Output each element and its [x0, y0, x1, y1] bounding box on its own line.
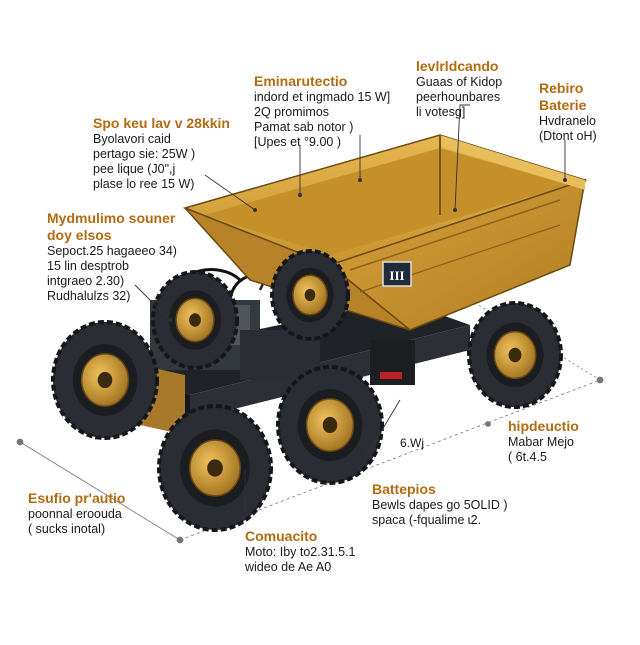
callout-deck-line: [Upes et °9.00 )	[254, 135, 341, 149]
callout-hydraulic-line: Mabar Mejo	[508, 435, 574, 449]
callout-communication-line: wideo de Ae A0	[245, 560, 332, 574]
callout-escape-line: poonnal eroouda	[28, 507, 122, 521]
callout-escape-title: Esufio pr'autio	[28, 490, 126, 506]
callout-brake: Rebiro Baterie Hvdranelo (Dtont oH)	[539, 80, 609, 144]
callout-power-line: pertago sie: 25W )	[93, 147, 196, 161]
wheel	[151, 270, 239, 370]
callout-engine-line: 15 lin desptrob	[47, 259, 130, 273]
dimension-label: 6.Wj	[400, 436, 424, 450]
wheel	[51, 320, 159, 440]
callout-battery: Battepios Bewls dapes go 5OLID ) spaca (…	[372, 481, 508, 528]
callout-escape-line: ( sucks inotal)	[28, 522, 106, 536]
callout-power-title: Spo keu lav v 28kkin	[93, 115, 230, 131]
callout-engine-title: Mydmulimo souner doy elsos	[47, 210, 176, 243]
callout-deck-title: Eminarutectio	[254, 73, 348, 89]
wheel	[276, 365, 384, 485]
wheel	[157, 404, 273, 532]
callout-hydraulic-line: ( 6t.4.5	[508, 450, 547, 464]
callout-bed: levlrldcando Guaas of Kidop peerhounbare…	[416, 58, 502, 120]
dump-bed: III	[182, 134, 588, 331]
callout-bed-title: levlrldcando	[416, 58, 499, 74]
callout-communication-line: Moto: Iby to2.31.5.1	[245, 545, 356, 559]
callout-bed-line: li votesg]	[416, 105, 466, 119]
callout-engine-line: intgraeo 2.30)	[47, 274, 125, 288]
callout-power-line: Byolavori caid	[93, 132, 171, 146]
callout-hydraulic-title: hipdeuctio	[508, 418, 579, 434]
wheel	[270, 249, 350, 341]
callout-deck-line: indord et ingmado 15 W]	[254, 90, 391, 104]
callout-power-line: pee lique (J0",j	[93, 162, 176, 176]
callout-bed-line: Guaas of Kidop	[416, 75, 503, 89]
callout-engine-line: Rudhalulzs 32)	[47, 289, 131, 303]
callout-deck-line: 2Q promimos	[254, 105, 330, 119]
bed-badge: III	[389, 268, 404, 283]
callout-brake-title: Rebiro Baterie	[539, 80, 587, 113]
callout-communication-title: Comuacito	[245, 528, 318, 544]
callout-power-line: plase lo ree 15 W)	[93, 177, 195, 191]
callout-communication: Comuacito Moto: Iby to2.31.5.1 wideo de …	[245, 528, 356, 575]
callout-battery-line: Bewls dapes go 5OLID )	[372, 498, 508, 512]
callout-deck-line: Pamat sab notor )	[254, 120, 354, 134]
wheel	[467, 301, 563, 409]
callout-deck: Eminarutectio indord et ingmado 15 W] 2Q…	[254, 73, 390, 150]
callout-battery-title: Battepios	[372, 481, 436, 497]
wheels	[51, 249, 563, 532]
callout-hydraulic: hipdeuctio Mabar Mejo ( 6t.4.5	[508, 418, 579, 465]
callout-power: Spo keu lav v 28kkin Byolavori caid pert…	[93, 115, 230, 192]
callout-engine-line: Sepoct.25 hagaeeo 34)	[47, 244, 177, 258]
callout-brake-line: (Dtont oH)	[539, 129, 597, 143]
callout-escape: Esufio pr'autio poonnal eroouda ( sucks …	[28, 490, 128, 537]
callout-battery-line: spaca (-fqualime ɩ2.	[372, 513, 482, 527]
callout-brake-line: Hvdranelo	[539, 114, 596, 128]
callout-bed-line: peerhounbares	[416, 90, 501, 104]
callout-engine: Mydmulimo souner doy elsos Sepoct.25 hag…	[47, 210, 187, 304]
